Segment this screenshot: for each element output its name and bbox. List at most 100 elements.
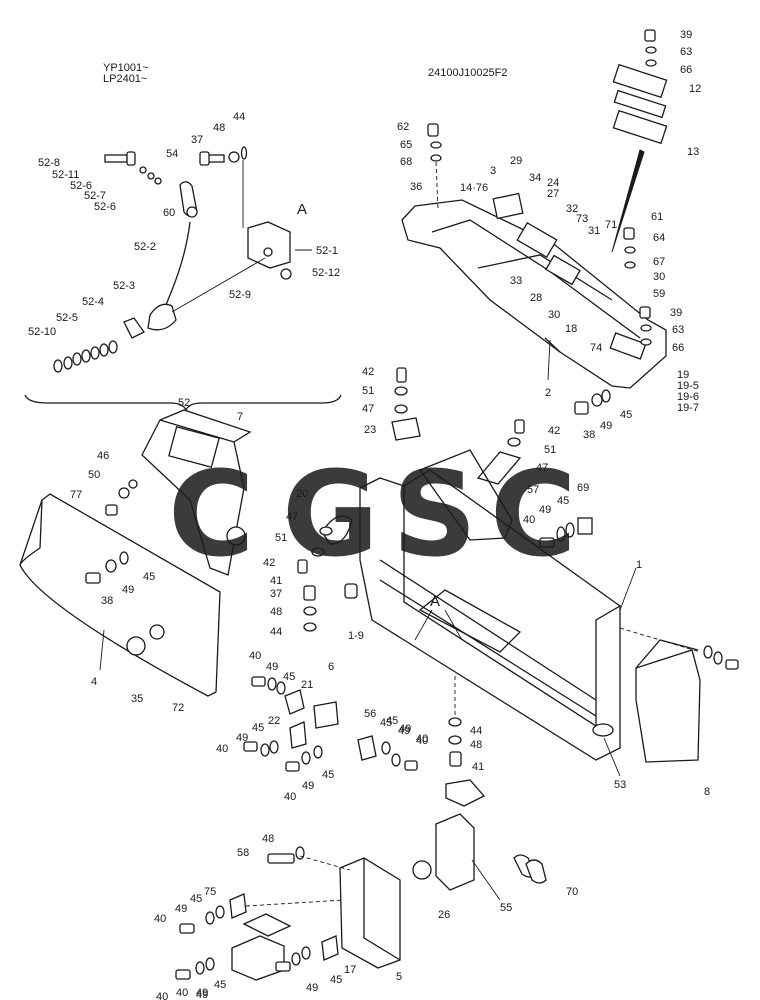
- part-label-p50: 50: [88, 469, 100, 481]
- part-label-p65: 65: [400, 139, 412, 151]
- part-label-p7: 7: [237, 411, 243, 423]
- washer-48-d: [295, 846, 305, 860]
- part-label-p74: 74: [590, 342, 602, 354]
- part-label-p3: 3: [490, 165, 496, 177]
- bolt-46: [128, 479, 138, 489]
- part-label-p49i: 49: [175, 903, 187, 915]
- plate-12-top: [612, 63, 668, 99]
- part-label-p52-1: 52-1: [316, 245, 338, 257]
- part-label-p64: 64: [653, 232, 665, 244]
- part-label-p4: 4: [91, 676, 97, 688]
- part-label-p52-8: 52-8: [38, 157, 60, 169]
- bolt-41-b: [449, 751, 462, 767]
- part-label-p40e: 40: [416, 735, 428, 747]
- part-label-p26: 26: [438, 909, 450, 921]
- part-label-p19-7: 19-7: [677, 402, 699, 414]
- bolt-head-52-8: [126, 151, 136, 166]
- bracket-21: [284, 689, 305, 715]
- leader-58: [299, 855, 351, 871]
- bracket-23: [391, 417, 421, 441]
- bolt-40-a: [539, 537, 555, 548]
- part-label-p38a: 38: [583, 429, 595, 441]
- leader-55: [471, 859, 501, 901]
- part-label-p18: 18: [565, 323, 577, 335]
- part-label-p67: 67: [653, 256, 665, 268]
- bolt-42-b: [514, 419, 525, 434]
- bolt-52-8: [104, 154, 128, 163]
- washer-49-b: [105, 559, 117, 573]
- part-label-p52-5: 52-5: [56, 312, 78, 324]
- part-label-p32: 32: [566, 203, 578, 215]
- bracket-69: [577, 517, 593, 535]
- part-label-p49d: 49: [266, 661, 278, 673]
- part-label-p49c: 49: [539, 504, 551, 516]
- part-label-p47c: 47: [286, 511, 298, 523]
- part-label-p8: 8: [704, 786, 710, 798]
- washer-52-5: [108, 340, 118, 354]
- lower-center-parts: [412, 676, 547, 901]
- part-label-p12: 12: [689, 83, 701, 95]
- panel-hole-35: [126, 636, 146, 656]
- side-panel-4: [19, 493, 221, 697]
- washer-45-j: [301, 946, 311, 960]
- bolt-42-c: [297, 559, 308, 574]
- part-label-p29: 29: [510, 155, 522, 167]
- control-box-display: [168, 426, 220, 468]
- watermark-letter-s: S: [392, 445, 477, 583]
- washer-45-e: [269, 740, 279, 754]
- washer-66-side: [640, 338, 652, 346]
- part-label-p45e: 45: [252, 722, 264, 734]
- part-label-p22: 22: [268, 715, 280, 727]
- washer-49-a: [591, 393, 603, 407]
- plate-13: [612, 109, 668, 145]
- part-label-p66a: 66: [680, 64, 692, 76]
- part-label-p48b: 48: [270, 606, 282, 618]
- washer-49-j: [291, 952, 301, 966]
- part-label-p40d: 40: [284, 791, 296, 803]
- washer-47-c: [319, 526, 333, 536]
- part-label-p52-12: 52-12: [312, 267, 340, 279]
- control-box-top: [159, 409, 252, 443]
- part-label-p27: 27: [547, 188, 559, 200]
- part-label-p19: 19: [677, 369, 689, 381]
- bracket-52-1: [247, 221, 291, 269]
- part-label-p52-3: 52-3: [113, 280, 135, 292]
- connector-70-b: [525, 859, 547, 884]
- part-label-p52-4: 52-4: [82, 296, 104, 308]
- washer-49-i: [205, 911, 215, 925]
- part-label-p51a: 51: [362, 385, 374, 397]
- washer-chain: [81, 349, 91, 363]
- part-label-p1-9: 1-9: [348, 630, 364, 642]
- part-label-p52-6b: 52-6: [94, 201, 116, 213]
- part-label-p62: 62: [397, 121, 409, 133]
- part-label-p40a: 40: [523, 514, 535, 526]
- part-label-p33: 33: [510, 275, 522, 287]
- part-label-p49a: 49: [600, 420, 612, 432]
- bracket-57: [476, 451, 522, 485]
- part-label-p45a: 45: [620, 409, 632, 421]
- washer-51-b: [507, 437, 521, 447]
- watermark: C G S C: [168, 445, 577, 583]
- part-label-p45d: 45: [283, 671, 295, 683]
- washer-chain: [99, 343, 109, 357]
- bracket-22: [289, 721, 307, 749]
- leader-1: [619, 567, 637, 611]
- part-label-p71: 71: [605, 219, 617, 231]
- part-label-p30a: 30: [653, 271, 665, 283]
- part-label-p45j: 45: [330, 974, 342, 986]
- side-panel-notch: [19, 499, 43, 566]
- part-label-p75: 75: [204, 886, 216, 898]
- part-label-p28: 28: [530, 292, 542, 304]
- frame-inner-bracket: [418, 589, 522, 653]
- part-label-p45k: 45: [214, 979, 226, 991]
- washer-49-f: [301, 751, 311, 765]
- sensor-26: [412, 860, 432, 880]
- part-label-p48a: 48: [213, 122, 225, 134]
- part-label-p63b: 63: [672, 324, 684, 336]
- bolt-58: [267, 853, 295, 864]
- plate-6: [313, 701, 339, 729]
- cover-rib: [477, 254, 613, 301]
- serial-range-1: YP1001~: [103, 62, 149, 74]
